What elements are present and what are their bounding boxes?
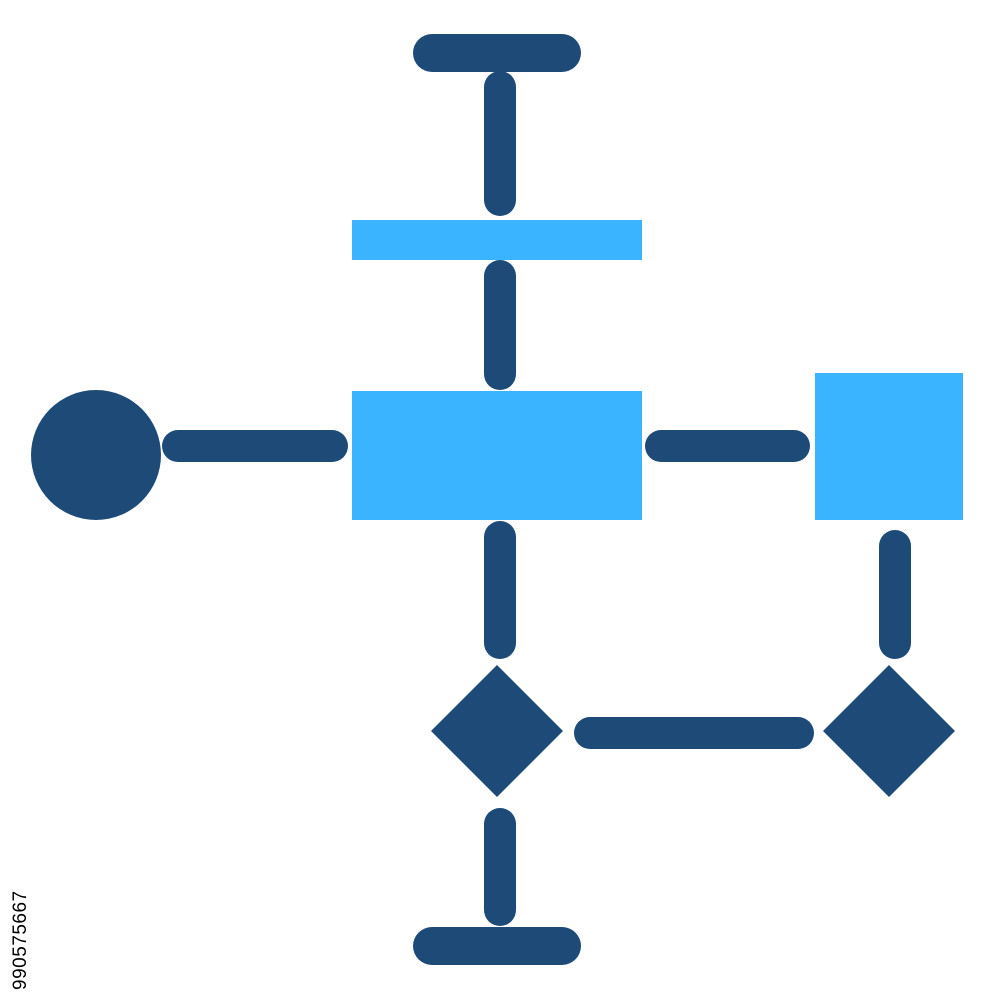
decision-left: [431, 665, 563, 797]
decision-right: [823, 665, 955, 797]
stock-id-label: 990575667: [10, 890, 31, 990]
input-circle: [31, 390, 161, 520]
main-process: [352, 391, 642, 520]
connectors: [162, 71, 911, 926]
side-process: [815, 373, 963, 520]
process-bar: [352, 220, 642, 260]
